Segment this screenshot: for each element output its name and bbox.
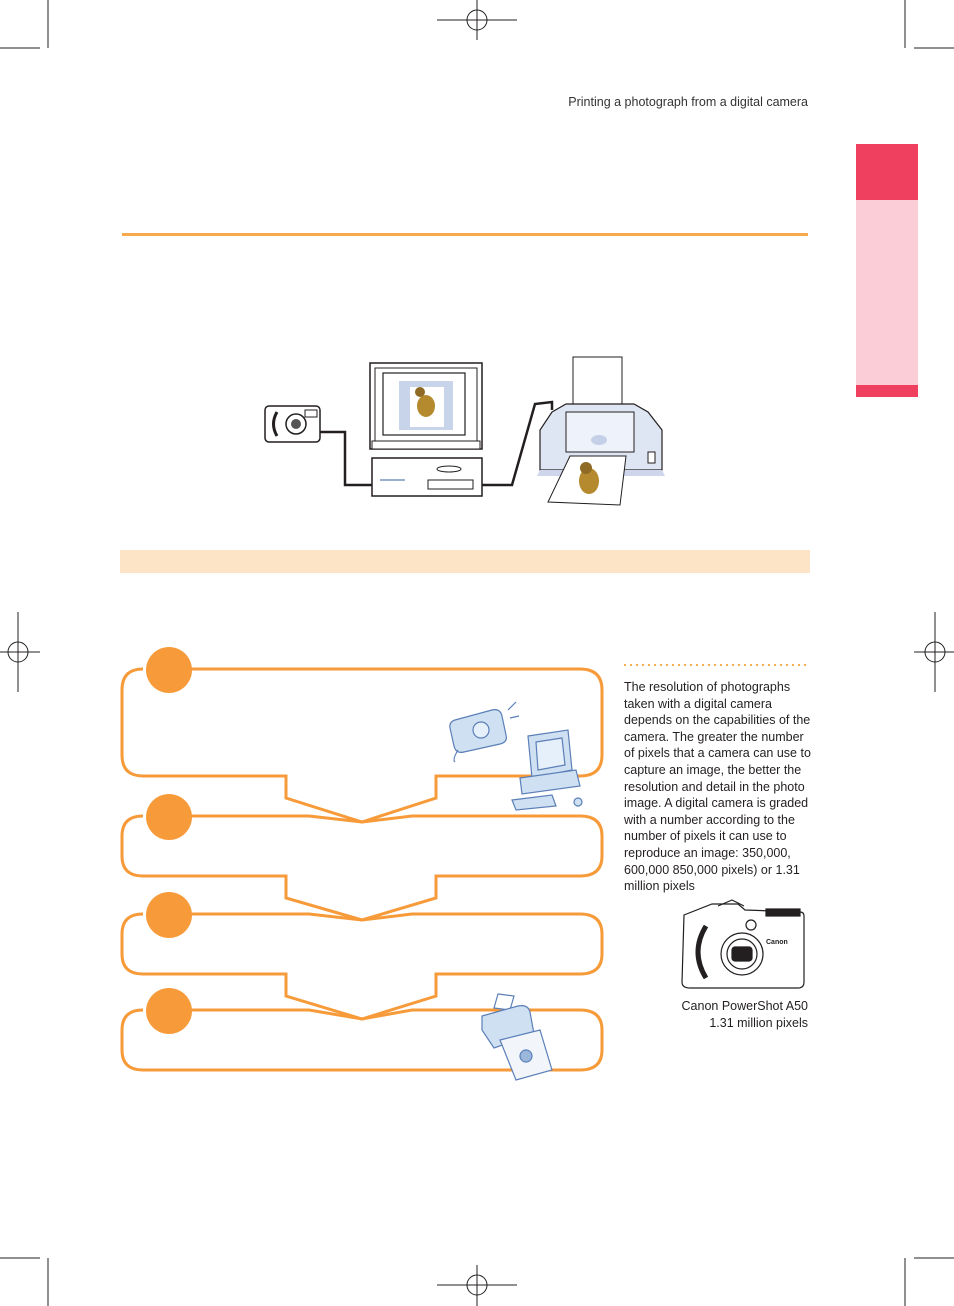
step-box-1	[120, 667, 604, 824]
pc-sketch-icon	[511, 729, 583, 811]
section-tab-marker	[856, 144, 918, 200]
step-box-4	[120, 1008, 604, 1072]
camera-sketch-icon	[449, 701, 520, 763]
camera-icon	[264, 405, 321, 443]
running-header: Printing a photograph from a digital cam…	[568, 95, 808, 109]
title-rule	[122, 233, 808, 236]
computer-tower-icon	[371, 457, 483, 497]
step-1-circle	[146, 647, 192, 693]
caption-pixels: 1.31 million pixels	[709, 1016, 808, 1030]
step-4-circle	[146, 988, 192, 1034]
cable-camera-pc	[320, 430, 372, 487]
resolution-note: The resolution of photographs taken with…	[624, 680, 811, 894]
cable-pc-printer	[482, 400, 554, 487]
step-box-2	[120, 814, 604, 922]
section-band	[120, 550, 810, 573]
camera-brand-mark: Canon	[766, 939, 788, 946]
caption-model: Canon PowerShot A50	[681, 999, 808, 1013]
step-2-circle	[146, 794, 192, 840]
section-tab-body	[856, 200, 918, 385]
camera-caption: Canon PowerShot A50 1.31 million pixels	[660, 998, 808, 1032]
section-tab-end	[856, 385, 918, 397]
step-box-3	[120, 912, 604, 1021]
sidebar-dotted-rule	[622, 664, 810, 666]
printer-icon	[537, 356, 665, 506]
step-3-circle	[146, 892, 192, 938]
monitor-icon	[369, 362, 483, 450]
printer-sketch-icon	[481, 993, 553, 1081]
